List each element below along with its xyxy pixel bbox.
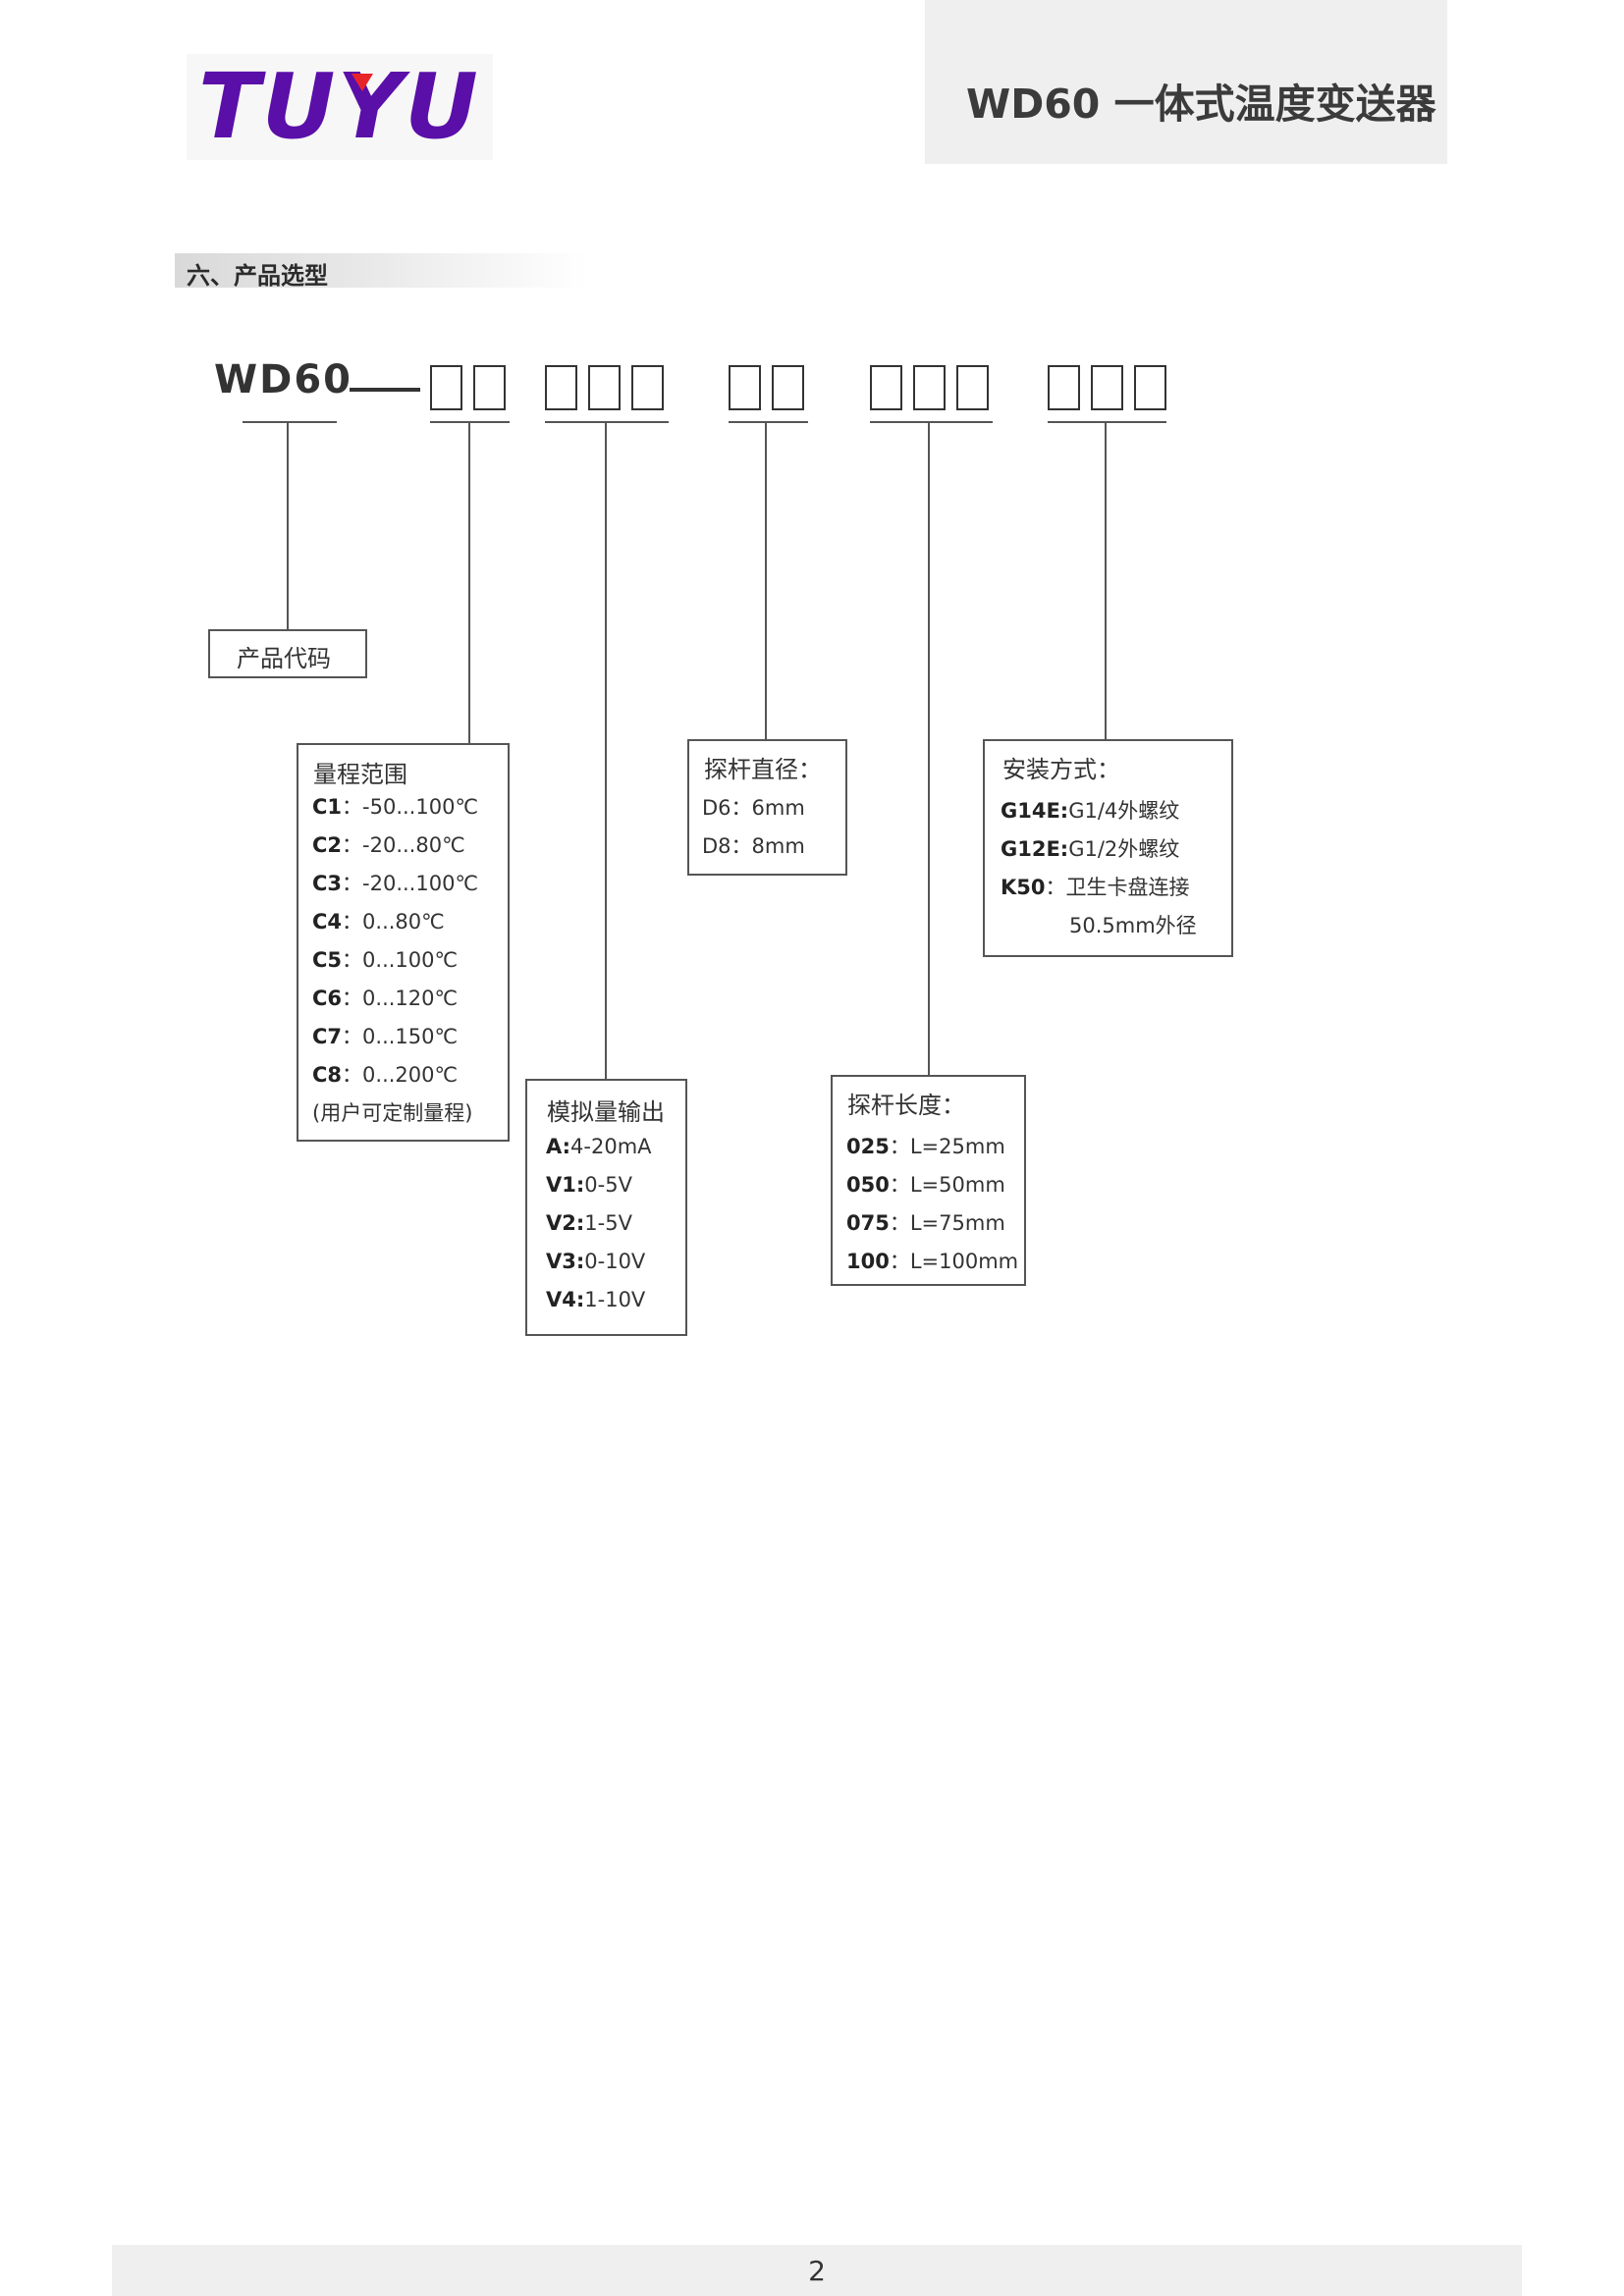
code-slot-output-2 bbox=[588, 365, 621, 410]
code-slot-mount-1 bbox=[1048, 365, 1080, 410]
mount-item: G14E:G1/4外螺纹 bbox=[1001, 799, 1180, 823]
range-title: 量程范围 bbox=[313, 761, 407, 788]
range-item: C8：0...200℃ bbox=[312, 1063, 459, 1087]
length-item: 050：L=50mm bbox=[846, 1173, 1005, 1197]
output-item: V3:0-10V bbox=[546, 1250, 646, 1273]
underline-model bbox=[243, 421, 337, 423]
length-item: 025：L=25mm bbox=[846, 1135, 1005, 1158]
underline-diameter bbox=[729, 421, 808, 423]
output-item: V2:1-5V bbox=[546, 1211, 632, 1235]
code-slot-range-2 bbox=[473, 365, 506, 410]
document-title: WD60 一体式温度变送器 bbox=[966, 80, 1436, 128]
model-code: WD60 bbox=[214, 357, 352, 402]
range-item: C5：0...100℃ bbox=[312, 948, 459, 972]
underline-mount bbox=[1048, 421, 1166, 423]
connector-range bbox=[468, 422, 470, 744]
mount-item: K50：卫生卡盘连接 bbox=[1001, 876, 1190, 899]
diameter-title: 探杆直径： bbox=[704, 756, 822, 783]
model-dash bbox=[350, 388, 420, 392]
code-slot-mount-3 bbox=[1134, 365, 1166, 410]
code-slot-output-3 bbox=[631, 365, 664, 410]
code-slot-output-1 bbox=[545, 365, 577, 410]
output-item: V1:0-5V bbox=[546, 1173, 632, 1197]
range-item: C1：-50...100℃ bbox=[312, 795, 479, 819]
code-slot-length-2 bbox=[913, 365, 946, 410]
code-slot-length-3 bbox=[956, 365, 989, 410]
range-item: C4：0...80℃ bbox=[312, 910, 445, 934]
product-code-title: 产品代码 bbox=[237, 645, 331, 672]
section-header: 六、产品选型 bbox=[175, 253, 587, 290]
code-slot-mount-2 bbox=[1091, 365, 1123, 410]
code-slot-diameter-2 bbox=[772, 365, 804, 410]
logo-triangle-mark bbox=[352, 74, 373, 91]
range-item: C6：0...120℃ bbox=[312, 987, 459, 1010]
output-box: 模拟量输出 A:4-20mA V1:0-5V V2:1-5V V3:0-10V … bbox=[525, 1079, 687, 1336]
connector-mount bbox=[1105, 422, 1107, 740]
mount-item: G12E:G1/2外螺纹 bbox=[1001, 837, 1180, 861]
range-item: C2：-20...80℃ bbox=[312, 833, 465, 857]
connector-model bbox=[287, 422, 289, 630]
range-box: 量程范围 C1：-50...100℃ C2：-20...80℃ C3：-20..… bbox=[297, 743, 510, 1142]
connector-length bbox=[928, 422, 930, 1076]
length-item: 100：L=100mm bbox=[846, 1250, 1019, 1273]
diameter-item: D8：8mm bbox=[702, 834, 805, 858]
section-title: 六、产品选型 bbox=[187, 262, 328, 290]
underline-output bbox=[545, 421, 669, 423]
connector-diameter bbox=[765, 422, 767, 740]
brand-logo: TUYU bbox=[187, 54, 493, 160]
logo-text: TUYU bbox=[198, 54, 480, 159]
range-note: (用户可定制量程) bbox=[312, 1101, 473, 1125]
range-item: C7：0...150℃ bbox=[312, 1025, 459, 1048]
mount-box: 安装方式： G14E:G1/4外螺纹 G12E:G1/2外螺纹 K50：卫生卡盘… bbox=[983, 739, 1233, 957]
range-item: C3：-20...100℃ bbox=[312, 872, 479, 895]
mount-title: 安装方式： bbox=[1002, 756, 1120, 783]
code-slot-diameter-1 bbox=[729, 365, 761, 410]
connector-output bbox=[605, 422, 607, 1080]
length-box: 探杆长度： 025：L=25mm 050：L=50mm 075：L=75mm 1… bbox=[831, 1075, 1026, 1286]
mount-item-extra: 50.5mm外径 bbox=[1069, 914, 1197, 937]
header-title-panel: WD60 一体式温度变送器 bbox=[925, 0, 1447, 164]
output-title: 模拟量输出 bbox=[547, 1098, 665, 1126]
underline-length bbox=[870, 421, 993, 423]
diameter-item: D6：6mm bbox=[702, 796, 805, 820]
diameter-box: 探杆直径： D6：6mm D8：8mm bbox=[687, 739, 847, 876]
page-footer: 2 bbox=[112, 2245, 1522, 2296]
length-title: 探杆长度： bbox=[847, 1092, 965, 1119]
output-item: A:4-20mA bbox=[546, 1135, 652, 1158]
code-slot-range-1 bbox=[430, 365, 462, 410]
output-item: V4:1-10V bbox=[546, 1288, 646, 1311]
length-item: 075：L=75mm bbox=[846, 1211, 1005, 1235]
page-number: 2 bbox=[808, 2255, 826, 2287]
code-slot-length-1 bbox=[870, 365, 902, 410]
product-code-box: 产品代码 bbox=[208, 629, 367, 678]
